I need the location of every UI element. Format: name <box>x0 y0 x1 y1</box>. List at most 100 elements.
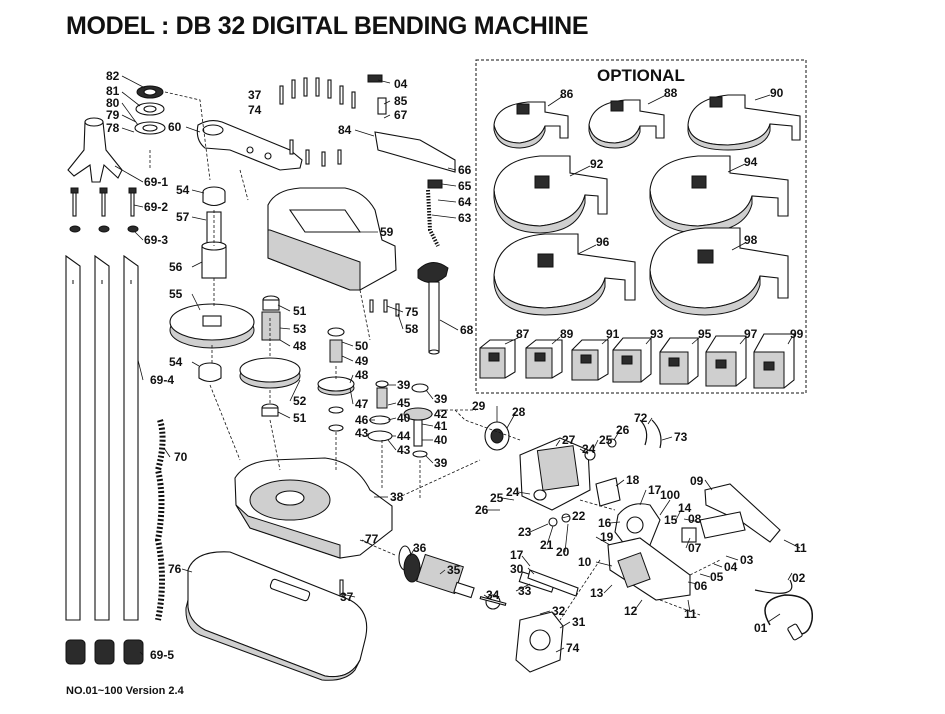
page-title: MODEL : DB 32 DIGITAL BENDING MACHINE <box>66 12 589 40</box>
label-54-bottom: 54 <box>169 355 183 369</box>
label-43-a: 43 <box>355 426 369 440</box>
label-69-4: 69-4 <box>150 373 174 387</box>
label-90: 90 <box>770 86 784 100</box>
upper-housing-parts <box>267 74 456 355</box>
label-77: 77 <box>365 532 379 546</box>
label-55: 55 <box>169 287 183 301</box>
label-31: 31 <box>572 615 586 629</box>
label-21: 21 <box>540 538 554 552</box>
label-51-bottom: 51 <box>293 411 307 425</box>
label-23: 23 <box>518 525 532 539</box>
switch-cover-09 <box>704 483 781 543</box>
label-99: 99 <box>790 327 804 341</box>
label-22: 22 <box>572 509 586 523</box>
handle-bracket-69-1 <box>67 121 123 183</box>
grips-69-5 <box>65 639 144 665</box>
label-85: 85 <box>394 94 408 108</box>
bending-die-90 <box>687 94 801 151</box>
sensor-board-66 <box>374 131 456 173</box>
optional-dies-panel: OPTIONAL <box>475 59 807 394</box>
label-50: 50 <box>355 339 369 353</box>
label-04: 04 <box>394 77 408 91</box>
label-94: 94 <box>744 155 758 169</box>
motor-parts <box>339 419 813 673</box>
arm-60 <box>196 119 303 171</box>
label-40-a: 40 <box>397 411 411 425</box>
label-17: 17 <box>648 483 662 497</box>
label-28: 28 <box>512 405 526 419</box>
screws-37 <box>279 77 356 167</box>
label-73: 73 <box>674 430 688 444</box>
label-68: 68 <box>460 323 474 337</box>
label-24-top: 24 <box>582 442 596 456</box>
label-16: 16 <box>598 516 612 530</box>
part-labels: 82 81 80 79 78 60 37 74 04 85 67 84 66 6… <box>106 69 807 662</box>
label-87: 87 <box>516 327 530 341</box>
label-60: 60 <box>168 120 182 134</box>
label-57: 57 <box>176 210 190 224</box>
counter-die-89 <box>525 339 563 379</box>
label-86: 86 <box>560 87 574 101</box>
label-10: 10 <box>578 555 592 569</box>
label-02: 02 <box>792 571 806 585</box>
label-98: 98 <box>744 233 758 247</box>
lever-knob-68 <box>417 262 449 283</box>
bolts-69-2 <box>70 187 137 217</box>
label-84: 84 <box>338 123 352 137</box>
label-11-right: 11 <box>794 541 807 555</box>
label-42: 42 <box>434 407 448 421</box>
label-40-b: 40 <box>434 433 448 447</box>
label-67: 67 <box>394 108 408 122</box>
label-48-right: 48 <box>355 368 369 382</box>
label-70: 70 <box>174 450 188 464</box>
label-79: 79 <box>106 108 120 122</box>
label-58: 58 <box>405 322 419 336</box>
label-82: 82 <box>106 69 120 83</box>
label-97: 97 <box>744 327 758 341</box>
label-46: 46 <box>355 413 369 427</box>
label-53: 53 <box>293 322 307 336</box>
leader-lines <box>114 75 801 656</box>
optional-panel-border <box>475 59 807 394</box>
label-03: 03 <box>740 553 754 567</box>
label-36: 36 <box>413 541 427 555</box>
label-01: 01 <box>754 621 768 635</box>
label-08: 08 <box>688 512 702 526</box>
label-19: 19 <box>600 530 614 544</box>
bending-die-92 <box>493 155 608 234</box>
label-54-top: 54 <box>176 183 190 197</box>
label-93: 93 <box>650 327 664 341</box>
label-69-3: 69-3 <box>144 233 168 247</box>
label-30: 30 <box>510 562 524 576</box>
label-39-b: 39 <box>434 392 448 406</box>
label-37-bottom: 37 <box>340 590 354 604</box>
label-09: 09 <box>690 474 704 488</box>
label-27: 27 <box>562 433 576 447</box>
label-59: 59 <box>380 225 394 239</box>
label-69-5: 69-5 <box>150 648 174 662</box>
label-88: 88 <box>664 86 678 100</box>
label-34: 34 <box>486 588 500 602</box>
label-29: 29 <box>472 399 486 413</box>
label-48-left: 48 <box>293 339 307 353</box>
label-07: 07 <box>688 541 702 555</box>
label-32: 32 <box>552 604 566 618</box>
label-78: 78 <box>106 121 120 135</box>
label-33: 33 <box>518 584 532 598</box>
label-75: 75 <box>405 305 419 319</box>
bending-die-96 <box>493 233 636 316</box>
bending-die-98 <box>649 227 789 316</box>
label-63: 63 <box>458 211 472 225</box>
counter-die-95 <box>659 337 699 385</box>
label-26-bottom: 26 <box>475 503 489 517</box>
label-25-top: 25 <box>599 433 613 447</box>
version-footer: NO.01~100 Version 2.4 <box>66 685 184 697</box>
power-cord-01 <box>764 594 813 635</box>
ribbon-cable-63 <box>426 189 440 247</box>
label-04-bottom: 04 <box>724 560 738 574</box>
label-66: 66 <box>458 163 472 177</box>
label-74-bottom: 74 <box>566 641 580 655</box>
bending-die-94 <box>649 155 789 234</box>
bending-die-86 <box>493 101 569 149</box>
